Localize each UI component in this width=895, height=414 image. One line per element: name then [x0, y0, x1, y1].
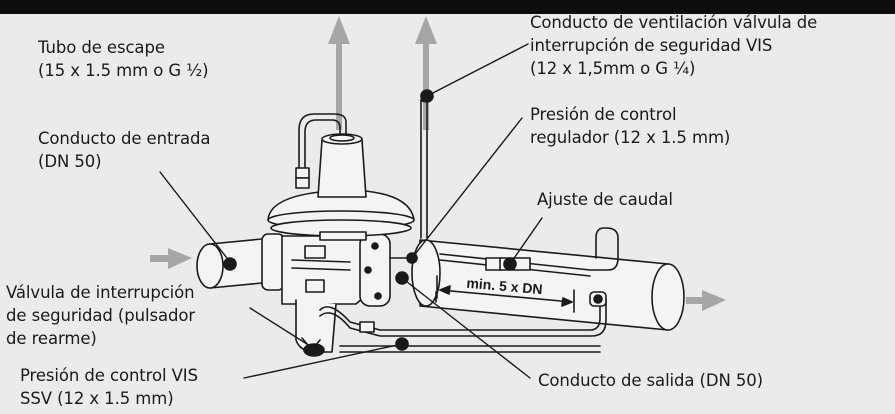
outlet-arrow-head	[702, 290, 726, 311]
vent-label: Conducto de ventilación válvula de inter…	[530, 11, 817, 80]
inlet-leader	[159, 171, 231, 263]
reset-button	[303, 343, 325, 357]
vent-label-line2: interrupción de seguridad VIS	[530, 36, 773, 55]
exhaust-pipe	[295, 113, 347, 189]
outlet-label-line1: Conducto de salida (DN 50)	[538, 371, 764, 390]
dimension-label: min. 5 x DN	[466, 275, 543, 298]
regulator-actuator	[267, 133, 415, 241]
regulator-body	[261, 233, 409, 307]
regulator-control-label: Presión de control regulador (12 x 1.5 m…	[530, 103, 730, 149]
vent-leader	[426, 43, 529, 97]
flow-adjust-leader	[509, 217, 543, 265]
exhaust-arrow-head	[328, 16, 350, 44]
vis-control-label-line1: Presión de control VIS	[20, 366, 198, 385]
control-lines	[319, 227, 619, 353]
inlet-pipe	[196, 237, 273, 289]
vent-arrow-shaft	[423, 42, 429, 130]
ssv-label-line2: de seguridad (pulsador	[6, 306, 196, 325]
outlet-arrow-shaft	[686, 297, 706, 304]
exhaust-label-line1: Tubo de escape	[38, 38, 165, 57]
exhaust-arrow-shaft	[336, 42, 342, 130]
outlet-pipe	[411, 239, 685, 331]
leader-lines	[159, 43, 543, 379]
inlet-arrow-shaft	[150, 255, 172, 262]
safety-shutoff-valve	[295, 299, 337, 357]
flow-arrows	[150, 16, 726, 311]
top-bar	[0, 0, 895, 14]
inlet-arrow-head	[168, 248, 192, 269]
regulator-control-label-line2: regulador (12 x 1.5 mm)	[530, 128, 731, 147]
vent-label-line1: Conducto de ventilación válvula de	[530, 13, 818, 32]
flow-adjust-label: Ajuste de caudal	[537, 188, 673, 211]
ssv-leader	[249, 307, 311, 347]
inlet-label-line1: Conducto de entrada	[38, 129, 211, 148]
exhaust-label: Tubo de escape (15 x 1.5 mm o G ½)	[38, 36, 209, 82]
ssv-label-line1: Válvula de interrupción	[6, 283, 195, 302]
exhaust-label-line2: (15 x 1.5 mm o G ½)	[38, 61, 209, 80]
inlet-label: Conducto de entrada (DN 50)	[38, 127, 211, 173]
outlet-leader	[401, 277, 531, 379]
outlet-label: Conducto de salida (DN 50)	[538, 369, 763, 392]
regulator-control-label-line1: Presión de control	[530, 105, 677, 124]
vis-control-label-line2: SSV (12 x 1.5 mm)	[20, 389, 174, 408]
ssv-label-line3: de rearme)	[6, 329, 97, 348]
inlet-label-line2: (DN 50)	[38, 152, 102, 171]
vis-leader	[243, 343, 403, 379]
dimension-marker	[436, 275, 575, 313]
vent-arrow-head	[415, 16, 437, 44]
vis-control-label: Presión de control VIS SSV (12 x 1.5 mm)	[20, 364, 198, 410]
ssv-label: Válvula de interrupción de seguridad (pu…	[6, 281, 195, 350]
vent-label-line3: (12 x 1,5mm o G ¼)	[530, 59, 696, 78]
inlet-pointer-dot	[223, 257, 237, 271]
regulator-control-leader	[411, 117, 523, 259]
flow-adjust-label-line1: Ajuste de caudal	[537, 190, 673, 209]
